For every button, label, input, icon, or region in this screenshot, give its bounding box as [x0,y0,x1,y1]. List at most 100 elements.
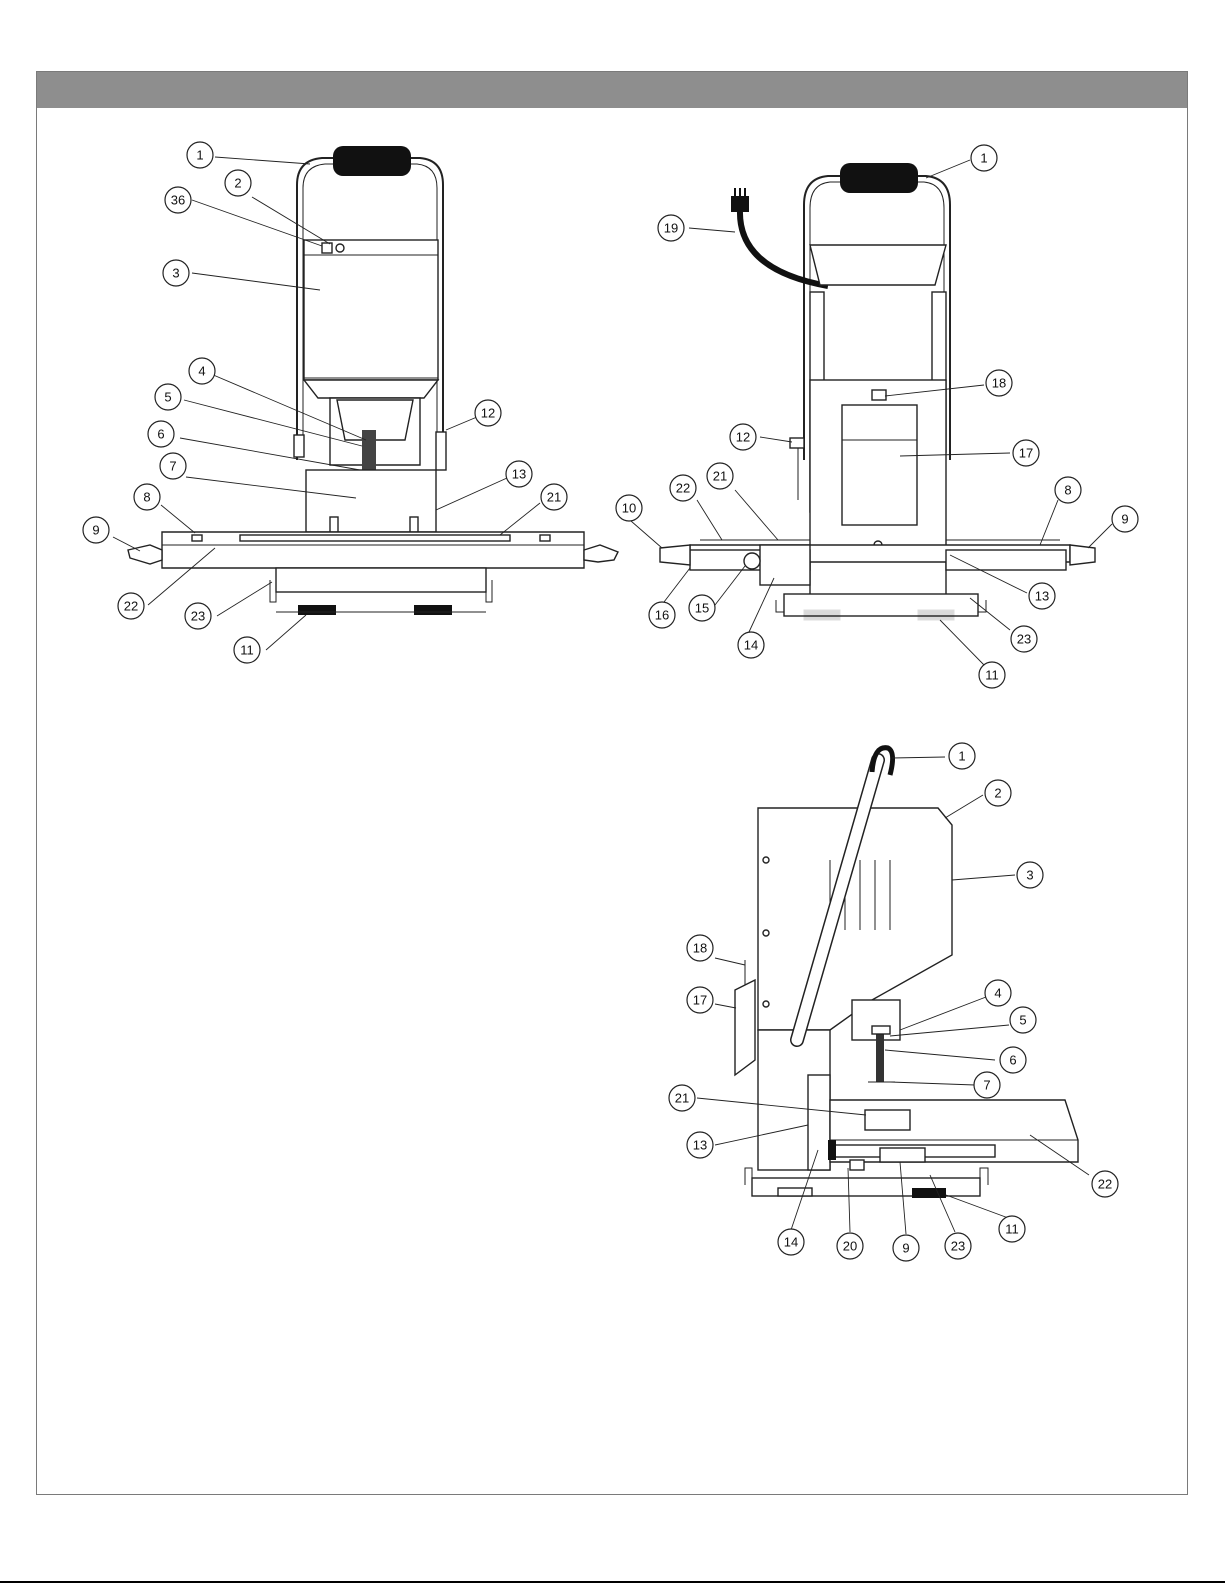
callout-number: 22 [124,599,138,614]
callout-rear-view-12: 12 [730,424,756,450]
callout-front-view-9: 9 [83,517,109,543]
callout-number: 13 [1035,589,1049,604]
callout-number: 8 [143,490,150,505]
callout-front-view-21: 21 [541,484,567,510]
callout-number: 10 [622,501,636,516]
callout-number: 5 [1019,1013,1026,1028]
callout-number: 6 [157,427,164,442]
callout-number: 11 [240,643,254,658]
callout-rear-view-8: 8 [1055,477,1081,503]
callout-front-view-5: 5 [155,384,181,410]
callout-front-view-23: 23 [185,603,211,629]
callout-front-view-12: 12 [475,400,501,426]
callout-number: 1 [958,749,965,764]
callout-number: 14 [744,638,758,653]
callout-rear-view-21: 21 [707,463,733,489]
callout-side-view-23: 23 [945,1233,971,1259]
callouts: 1236345678912132122231111918121722218910… [83,142,1138,1261]
callout-number: 18 [693,941,707,956]
callout-side-view-6: 6 [1000,1047,1026,1073]
handle-grip [333,146,411,176]
callout-side-view-14: 14 [778,1229,804,1255]
callout-side-view-13: 13 [687,1132,713,1158]
callout-number: 19 [664,221,678,236]
callout-rear-view-1: 1 [971,145,997,171]
callout-front-view-13: 13 [506,461,532,487]
callout-front-view-3: 3 [163,260,189,286]
callout-number: 12 [736,430,750,445]
callout-rear-view-14: 14 [738,632,764,658]
callout-number: 23 [191,609,205,624]
callout-number: 21 [675,1091,689,1106]
callout-side-view-21: 21 [669,1085,695,1111]
callout-number: 17 [1019,446,1033,461]
callout-side-view-5: 5 [1010,1007,1036,1033]
callout-side-view-9: 9 [893,1235,919,1261]
callout-side-view-18: 18 [687,935,713,961]
callout-number: 13 [693,1138,707,1153]
callout-number: 20 [843,1239,857,1254]
callout-number: 17 [693,993,707,1008]
leader-lines [113,157,1112,1234]
callout-front-view-22: 22 [118,593,144,619]
callout-rear-view-15: 15 [689,595,715,621]
callout-number: 22 [1098,1177,1112,1192]
callout-number: 9 [902,1241,909,1256]
callout-number: 7 [169,459,176,474]
callout-side-view-1: 1 [949,743,975,769]
callout-front-view-6: 6 [148,421,174,447]
callout-number: 9 [1121,512,1128,527]
callout-number: 8 [1064,483,1071,498]
callout-front-view-2: 2 [225,170,251,196]
callout-number: 36 [171,193,185,208]
callout-number: 1 [980,151,987,166]
callout-rear-view-19: 19 [658,215,684,241]
callout-number: 9 [92,523,99,538]
callout-rear-view-17: 17 [1013,440,1039,466]
callout-number: 15 [695,601,709,616]
callout-side-view-7: 7 [974,1072,1000,1098]
callout-number: 3 [172,266,179,281]
callout-side-view-11: 11 [999,1216,1025,1242]
callout-number: 18 [992,376,1006,391]
callout-number: 6 [1009,1053,1016,1068]
callout-number: 23 [951,1239,965,1254]
callout-rear-view-18: 18 [986,370,1012,396]
callout-number: 5 [164,390,171,405]
callout-number: 23 [1017,632,1031,647]
callout-number: 11 [985,668,999,683]
callout-side-view-4: 4 [985,980,1011,1006]
callout-rear-view-22: 22 [670,475,696,501]
callout-front-view-1: 1 [187,142,213,168]
callout-front-view-36: 36 [165,187,191,213]
callout-number: 4 [198,364,205,379]
callout-side-view-20: 20 [837,1233,863,1259]
callout-number: 22 [676,481,690,496]
callout-rear-view-10: 10 [616,495,642,521]
callout-side-view-17: 17 [687,987,713,1013]
callout-number: 2 [234,176,241,191]
callout-number: 14 [784,1235,798,1250]
callout-rear-view-9: 9 [1112,506,1138,532]
callout-number: 16 [655,608,669,623]
callout-number: 12 [481,406,495,421]
callout-front-view-4: 4 [189,358,215,384]
callout-rear-view-16: 16 [649,602,675,628]
callout-side-view-22: 22 [1092,1171,1118,1197]
side-view [735,748,1078,1198]
handle-grip-rear [840,163,918,193]
callout-rear-view-13: 13 [1029,583,1055,609]
callout-number: 3 [1026,868,1033,883]
callout-rear-view-11: 11 [979,662,1005,688]
callout-number: 13 [512,467,526,482]
callout-number: 21 [547,490,561,505]
callout-number: 1 [196,148,203,163]
callout-front-view-8: 8 [134,484,160,510]
callout-front-view-7: 7 [160,453,186,479]
callout-number: 21 [713,469,727,484]
callout-rear-view-23: 23 [1011,626,1037,652]
callout-side-view-3: 3 [1017,862,1043,888]
callout-number: 4 [994,986,1001,1001]
callout-number: 11 [1005,1222,1019,1237]
